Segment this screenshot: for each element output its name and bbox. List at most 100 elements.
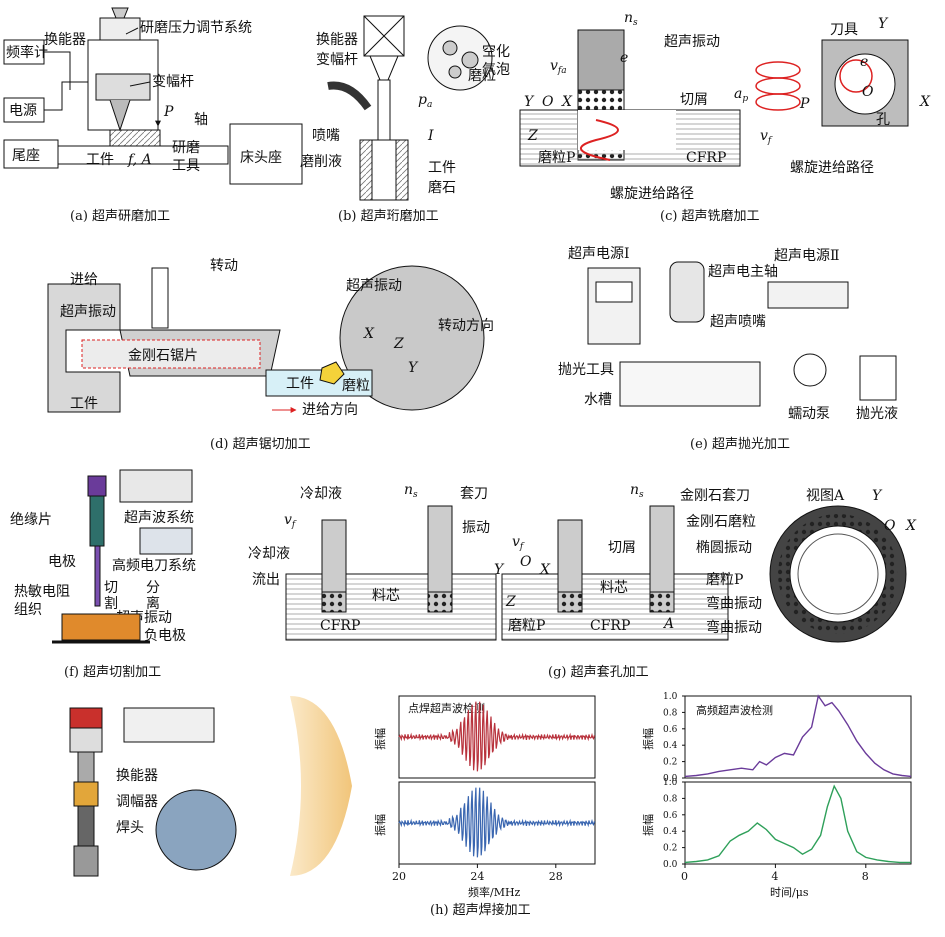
water-tank [619, 361, 761, 407]
ultrasonic-spindle [669, 261, 705, 323]
label-Y-d: Y [408, 360, 419, 376]
label-P-c: P [799, 96, 810, 112]
label-grainP-c: 磨粒P [538, 150, 575, 166]
chart2-ytick-label: 0.6 [663, 811, 678, 821]
chart2-xtick-label: 0 [681, 870, 688, 883]
saw-disc [339, 265, 485, 411]
chart2-xtick-label: 8 [862, 870, 869, 883]
label-nozzle-e: 超声喷嘴 [710, 314, 766, 330]
chart2-xtick-label: 4 [771, 870, 778, 883]
caption-e: (e) 超声抛光加工 [690, 437, 790, 452]
label-Y-g: Y [494, 562, 505, 578]
panel-a-ultrasonic-grinding: 频率计 电源 换能器 研磨压力调节系统 变幅杆 P 尾座 工件 f, A 研磨 … [3, 7, 303, 224]
label-ns-g: ns [404, 482, 418, 500]
chart1-ylabel-bottom: 振幅 [373, 814, 387, 836]
label-feed: 进给 [70, 272, 98, 288]
label-Y-c: Y [524, 94, 535, 110]
label-fA: f, A [127, 152, 152, 168]
label-headstock: 床头座 [240, 150, 282, 166]
label-us-sys: 超声波系统 [124, 510, 194, 526]
diamond-saw-blade [81, 339, 261, 369]
label-ns-c: ns [624, 10, 638, 28]
label-polish-tool: 抛光工具 [558, 362, 614, 378]
label-Y2-c: Y [878, 16, 889, 32]
label-bend1: 弯曲振动 [706, 595, 762, 612]
chart1-title: 点焊超声波检测 [408, 701, 485, 715]
label-shaft: 轴 [194, 112, 208, 128]
peristaltic-pump [793, 353, 827, 387]
abrasive-detail-circle [427, 25, 493, 91]
label-ap: ap [734, 86, 748, 104]
chart2-ytick-label: 0.0 [663, 774, 678, 784]
flow-arrow [290, 696, 352, 876]
chart2-ytick-label: 0.4 [663, 741, 678, 751]
label-power: 电源 [9, 103, 37, 119]
label-A-g: A [662, 616, 674, 632]
label-neg: 负电极 [144, 628, 186, 644]
caption-c: (c) 超声铣磨加工 [660, 209, 760, 224]
label-core: 料芯 [372, 588, 400, 604]
chart1-series-blue [398, 787, 596, 858]
chart2-series-purple [684, 694, 912, 778]
label-stone: 磨石 [428, 180, 456, 196]
label-booster: 调幅器 [116, 794, 158, 810]
label-X2-c: X [919, 94, 931, 110]
label-helix2-c: 螺旋进给路径 [790, 160, 874, 176]
chart2-ytick-label: 0.0 [663, 860, 678, 870]
horn-detail-circle [155, 789, 237, 871]
caption-g: (g) 超声套孔加工 [548, 664, 649, 680]
label-O2-c: O [862, 84, 874, 100]
label-horn-b: 变幅杆 [316, 52, 358, 68]
chart2-top-frame [684, 695, 912, 779]
label-X-d: X [363, 326, 375, 342]
label-transducer: 换能器 [44, 31, 86, 48]
label-O-g: O [520, 554, 532, 570]
label-tool-2: 工具 [172, 158, 200, 174]
chart2-ytick-label: 1.0 [663, 778, 678, 788]
label-workpiece-d: 工件 [70, 396, 98, 412]
label-Xv: X [905, 518, 917, 534]
label-vib2-d: 超声振动 [346, 278, 402, 294]
chart1-ylabel-top: 振幅 [373, 728, 387, 750]
chart2-ytick-label: 0.8 [663, 794, 678, 804]
label-Z-d: Z [393, 336, 404, 352]
caption-d: (d) 超声锯切加工 [210, 437, 311, 452]
label-liquid: 抛光液 [856, 406, 898, 422]
label-cfrp-g: CFRP [320, 618, 360, 634]
label-grain-d: 磨粒 [342, 378, 370, 394]
label-workpiece2-d: 工件 [286, 376, 314, 392]
cfrp-plate-g1 [285, 573, 497, 641]
label-vib-c: 超声振动 [664, 34, 720, 50]
label-sep-1: 分 [146, 580, 160, 596]
label-transducer-b: 换能器 [316, 31, 358, 48]
label-P: P [163, 104, 174, 120]
label-abrasive: 磨粒 [468, 68, 496, 84]
label-rotate: 转动 [210, 258, 238, 274]
tissue-block [61, 613, 141, 641]
label-vfa: vfa [550, 58, 567, 76]
chart2-ytick-label: 1.0 [663, 692, 678, 702]
label-sleeve: 套刀 [460, 486, 488, 502]
chart2-ytick-label: 0.4 [663, 827, 678, 837]
label-workpiece: 工件 [86, 152, 114, 168]
chart2-ytick-label: 0.6 [663, 725, 678, 735]
panel-c-ultrasonic-milling: ns 超声振动 vfa e Y O X Z 切屑 磨粒P CFRP 螺旋进给路径… [519, 10, 931, 224]
caption-f: (f) 超声切割加工 [64, 664, 161, 680]
label-cut-2: 割 [104, 595, 118, 612]
label-Ov: O [884, 518, 896, 534]
label-grainP2-g: 磨粒P [706, 572, 743, 588]
label-pump: 蠕动泵 [788, 406, 830, 422]
label-core2-g: 料芯 [600, 580, 628, 596]
chart2-title: 高频超声波检测 [696, 703, 773, 717]
label-electrode: 电极 [48, 554, 76, 570]
chart2-series-green [684, 784, 911, 864]
label-chips-c: 切屑 [680, 92, 708, 108]
label-hf-sys: 高频电刀系统 [112, 557, 196, 574]
chart2-ytick-label: 0.2 [663, 844, 677, 854]
lapping-tool [109, 129, 161, 147]
label-ellipse: 椭圆振动 [696, 540, 752, 556]
label-coolant-g: 冷却液 [300, 486, 342, 502]
label-viewA: 视图A [806, 488, 845, 504]
label-pa: pa [418, 92, 432, 110]
